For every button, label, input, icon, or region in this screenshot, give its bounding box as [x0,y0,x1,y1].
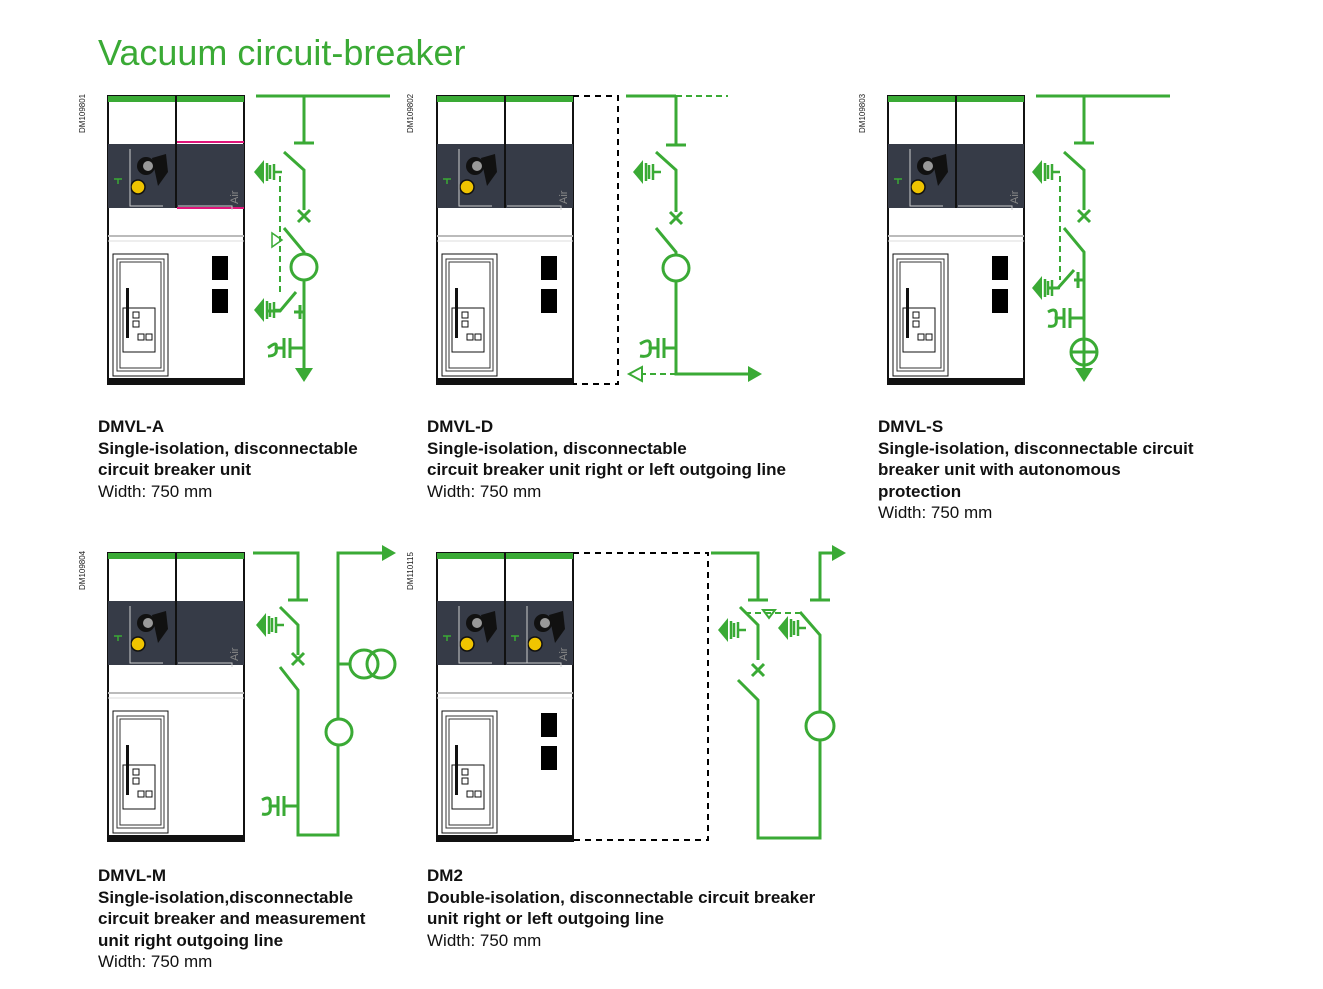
schematic-dm2 [711,545,846,840]
unit-width: Width: 750 mm [427,930,542,950]
unit-width: Width: 750 mm [98,481,213,501]
air-label: Air [1009,190,1021,204]
earth-icon [778,616,806,640]
unit-name: DMVL-A [98,417,165,436]
schematic-dmvl-s [1036,94,1170,382]
earth-icon [718,618,746,642]
unit-description: Single-isolation,disconnectable [98,887,354,907]
switchgear-cabinet: Air [887,95,1025,385]
earth-icon [1032,276,1060,300]
unit-description: Single-isolation, disconnectable [427,438,687,458]
unit-description: Double-isolation, disconnectable circuit… [427,887,816,907]
outgoing-enclosure [573,95,619,385]
unit-description: circuit breaker and measurement [98,909,366,928]
earth-icon [254,160,282,184]
unit-name: DMVL-S [878,417,944,436]
schematic-dmvl-a [256,94,390,382]
page-title: Vacuum circuit-breaker [98,32,466,73]
schematic-dmvl-d [626,94,762,383]
unit-name: DM2 [427,866,463,885]
unit-description: breaker unit with autonomous [878,460,1121,479]
earth-icon [256,613,284,637]
switchgear-cabinet: Air [436,95,574,385]
air-label: Air [229,647,241,661]
unit-caption-dmvl-s: DMVL-S Single-isolation, disconnectable … [878,416,1194,524]
unit-caption-dm2: DM2 Double-isolation, disconnectable cir… [427,865,815,951]
unit-description: circuit breaker unit right or left outgo… [427,460,786,479]
unit-caption-dmvl-d: DMVL-D Single-isolation, disconnectable … [427,416,786,502]
unit-description: Single-isolation, disconnectable circuit [878,438,1194,458]
earth-symbols [254,160,1060,642]
unit-width: Width: 750 mm [878,503,993,522]
unit-name: DMVL-D [427,417,494,436]
unit-caption-dmvl-m: DMVL-M Single-isolation,disconnectable c… [98,865,365,973]
unit-name: DMVL-M [98,866,166,885]
unit-description: protection [878,481,962,501]
unit-width: Width: 750 mm [98,952,213,971]
earth-icon [254,298,282,322]
unit-caption-dmvl-a: DMVL-A Single-isolation, disconnectable … [98,416,358,502]
earth-icon [1032,160,1060,184]
outgoing-enclosure [573,552,709,841]
unit-description: circuit breaker unit [98,460,252,479]
unit-description: Single-isolation, disconnectable [98,438,358,458]
air-label: Air [229,190,241,204]
switchgear-cabinet: Air [436,552,574,842]
unit-width: Width: 750 mm [427,481,542,501]
unit-description: unit right or left outgoing line [427,909,665,928]
air-label: Air [558,190,570,204]
switchgear-cabinet: Air [107,552,245,842]
schematic-dmvl-m [253,545,397,837]
unit-description: unit right outgoing line [98,930,284,950]
earth-icon [633,160,661,184]
air-label: Air [558,647,570,661]
switchgear-cabinet: Air [107,95,245,385]
